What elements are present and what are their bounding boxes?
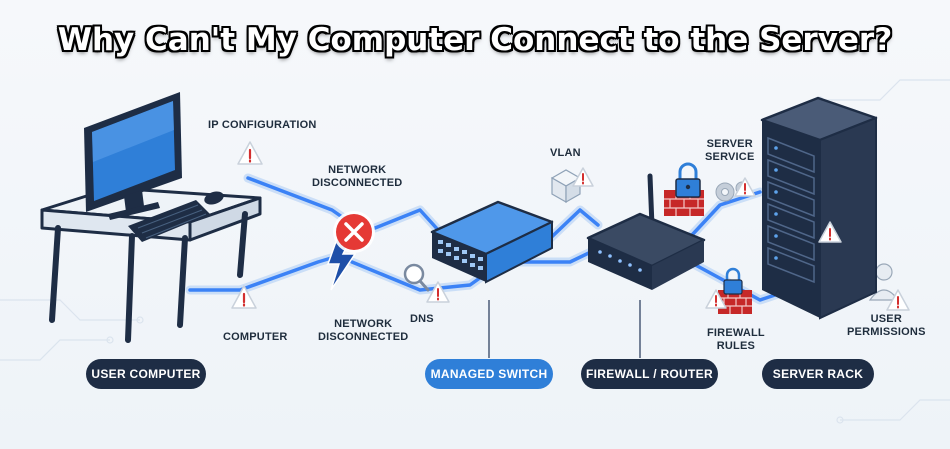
warning-icon-server-rack	[818, 221, 842, 243]
pill-user-computer: USER COMPUTER	[86, 359, 206, 389]
warning-icon-ip-configuration	[237, 141, 263, 165]
user-computer-desk-icon	[40, 186, 262, 343]
firewall-rules-padlock-icon	[723, 267, 743, 295]
managed-switch-icon	[430, 200, 554, 284]
warning-icon-user-permissions	[886, 289, 910, 311]
warning-icon-server-service	[734, 177, 756, 197]
label-dns: DNS	[410, 313, 434, 325]
label-network-disconnected-bottom: NETWORK DISCONNECTED	[318, 318, 409, 343]
keyboard-icon	[128, 200, 210, 242]
router-icon	[586, 173, 706, 290]
background-circuit	[0, 79, 950, 424]
server-rack-icon	[760, 96, 878, 320]
error-x-icon	[333, 211, 375, 253]
label-server-service: SERVER SERVICE	[705, 138, 755, 163]
label-computer: COMPUTER	[223, 331, 288, 343]
warning-icon-computer	[231, 285, 257, 309]
label-firewall-rules: FIREWALL RULES	[707, 327, 765, 352]
warning-icon-vlan	[572, 167, 594, 187]
pill-firewall-router: FIREWALL / ROUTER	[581, 359, 718, 389]
label-network-disconnected-top: NETWORK DISCONNECTED	[312, 164, 403, 189]
padlock-icon	[675, 162, 701, 198]
pill-connector-lines	[488, 300, 641, 358]
page-title: Why Can't My Computer Connect to the Ser…	[57, 22, 893, 58]
label-vlan: VLAN	[550, 147, 581, 159]
warning-icon-dns	[426, 281, 450, 303]
pill-server-rack: SERVER RACK	[762, 359, 874, 389]
label-ip-configuration: IP CONFIGURATION	[208, 119, 317, 131]
pill-managed-switch: MANAGED SWITCH	[425, 359, 553, 389]
mouse-icon	[204, 191, 224, 205]
label-user-permissions: USER PERMISSIONS	[847, 313, 926, 338]
monitor-icon	[84, 92, 182, 220]
dns-magnifier-icon	[403, 263, 430, 292]
warning-icon-firewall-rules	[705, 289, 727, 309]
